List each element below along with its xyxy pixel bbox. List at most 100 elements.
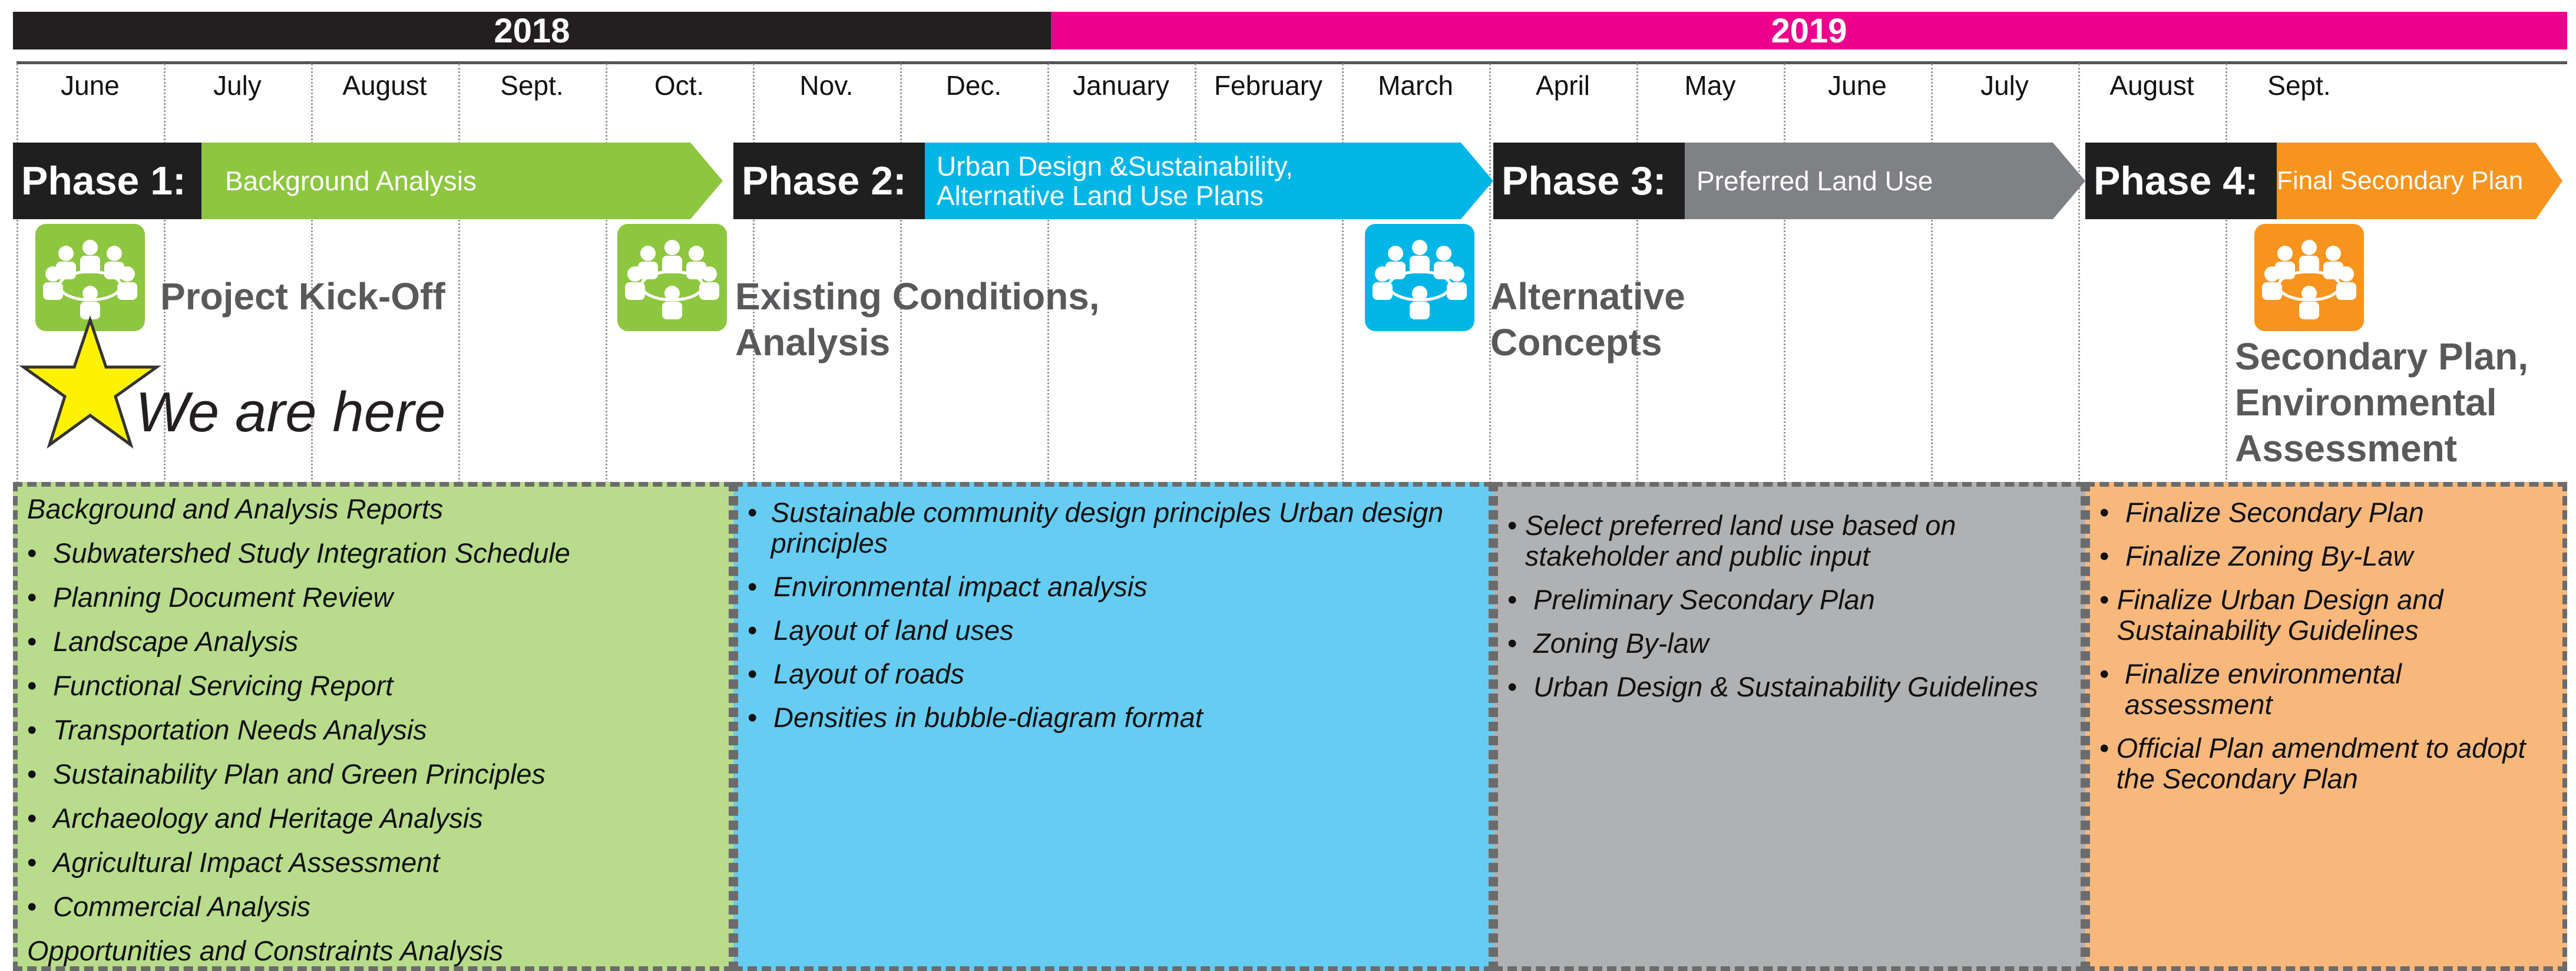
- task-item-text: Preliminary Secondary Plan: [1533, 584, 1875, 615]
- month-label: July: [213, 70, 262, 101]
- star-icon: [19, 315, 161, 449]
- phase-3-tasks-box: • Select preferred land use based on stak…: [1493, 482, 2085, 971]
- task-item: • Zoning By-law: [1507, 628, 2057, 659]
- task-item-text: Finalize Secondary Plan: [2125, 497, 2424, 528]
- bullet-icon: •: [1507, 627, 1517, 659]
- month-label: May: [1684, 70, 1736, 101]
- bullet-icon: •: [748, 497, 758, 528]
- phase-2-arrow: Phase 2: Urban Design &Sustainability, A…: [733, 143, 1493, 219]
- task-item-text: Official Plan amendment to adopt the Sec…: [2116, 732, 2526, 794]
- bullet-icon: •: [27, 670, 37, 701]
- bullet-icon: •: [27, 847, 37, 878]
- month-label: April: [1535, 70, 1590, 101]
- month-label: Sept.: [500, 70, 564, 101]
- bullet-icon: •: [748, 571, 758, 602]
- phase-1-label: Phase 1:: [13, 143, 201, 219]
- task-item-text: Landscape Analysis: [53, 626, 299, 657]
- task-item: •Official Plan amendment to adopt the Se…: [2099, 733, 2545, 794]
- task-item: • Select preferred land use based on stak…: [1507, 510, 2057, 572]
- task-item-text: Sustainable community design principles …: [771, 497, 1444, 559]
- task-item: • Preliminary Secondary Plan: [1507, 584, 2057, 615]
- bullet-icon: •: [748, 615, 758, 646]
- bullet-icon: •: [27, 802, 37, 834]
- bullet-icon: •: [1507, 584, 1517, 615]
- task-item-text: Transportation Needs Analysis: [53, 714, 427, 745]
- bullet-icon: •: [27, 626, 37, 657]
- bullet-icon: •: [748, 658, 758, 689]
- meeting-icon: [617, 224, 727, 331]
- phase-4-arrow: Phase 4: Final Secondary Plan: [2085, 143, 2562, 219]
- phase-3-arrow: Phase 3: Preferred Land Use: [1493, 143, 2085, 219]
- bullet-icon: •: [2099, 732, 2109, 764]
- bullet-icon: •: [27, 714, 37, 745]
- meeting-icon: [2254, 224, 2364, 331]
- phase-1-tasks-box: Background and Analysis Reports • Subwate…: [13, 482, 733, 971]
- month-label: Sept.: [2267, 70, 2331, 101]
- meeting-icon: [35, 224, 145, 331]
- task-item: •Environmental impact analysis: [748, 572, 1489, 602]
- task-item-text: Agricultural Impact Assessment: [53, 847, 440, 878]
- task-item: •Layout of land uses: [748, 615, 1489, 646]
- phase-1-arrow-shape: [190, 143, 723, 219]
- month-label: August: [342, 70, 427, 101]
- task-item-text: Commercial Analysis: [53, 891, 311, 922]
- task-item: • Landscape Analysis: [27, 626, 729, 657]
- phase-1-tasks-heading: Background and Analysis Reports: [27, 493, 444, 524]
- phase-2-text: Urban Design &Sustainability, Alternativ…: [937, 151, 1294, 211]
- phase-1-text: Background Analysis: [225, 166, 477, 196]
- bullet-icon: •: [1507, 510, 1517, 541]
- task-item: • Layout of roads: [748, 659, 1489, 689]
- phase-2-tasks-box: • Sustainable community design principles…: [733, 482, 1493, 971]
- task-item-text: Urban Design & Sustainability Guidelines: [1533, 671, 2038, 702]
- task-item-text: Planning Document Review: [53, 582, 393, 613]
- phase-3-label: Phase 3:: [1493, 143, 1685, 219]
- task-item: •Functional Servicing Report: [27, 671, 729, 701]
- bullet-icon: •: [1507, 671, 1517, 702]
- bullet-icon: •: [27, 537, 37, 569]
- task-item: • Commercial Analysis: [27, 891, 729, 922]
- phase-4-tasks-box: •Finalize Secondary Plan•Finalize Zoning…: [2085, 482, 2567, 971]
- month-label: June: [61, 70, 120, 101]
- phase-4-arrow-shape: [2262, 143, 2562, 219]
- month-label: August: [2109, 70, 2194, 101]
- phase-3-task-list: • Select preferred land use based on stak…: [1498, 487, 2081, 702]
- task-item-text: Finalize Zoning By-Law: [2125, 540, 2413, 572]
- task-item: •Finalize Secondary Plan: [2099, 497, 2545, 528]
- month-label: Dec.: [945, 70, 1002, 101]
- phase-2-task-list: • Sustainable community design principles…: [738, 487, 1489, 733]
- task-item: •Archaeology and Heritage Analysis: [27, 803, 729, 834]
- task-item: •Finalize environmental assessment: [2099, 659, 2545, 720]
- task-item-text: Zoning By-law: [1533, 627, 1709, 659]
- task-item: • Agricultural Impact Assessment: [27, 847, 729, 878]
- task-item: •Densities in bubble-diagram format: [748, 702, 1489, 733]
- month-label: January: [1073, 70, 1169, 101]
- timeline-axis: [16, 61, 2567, 64]
- milestone-alternative-concepts: Alternative Concepts: [1490, 275, 1685, 364]
- task-item: •Finalize Zoning By-Law: [2099, 541, 2545, 572]
- task-item-text: Sustainability Plan and Green Principles: [53, 758, 546, 790]
- milestone-secondary-plan: Secondary Plan, Environmental Assessment: [2235, 335, 2528, 470]
- bullet-icon: •: [27, 582, 37, 613]
- milestone-project-kickoff: Project Kick-Off: [160, 275, 445, 318]
- task-item-text: Densities in bubble-diagram format: [773, 702, 1203, 733]
- we-are-here-text: We are here: [135, 381, 446, 444]
- bullet-icon: •: [27, 891, 37, 922]
- year-2018-bar: 2018: [13, 12, 1051, 50]
- task-item-text: Select preferred land use based on stake…: [1525, 510, 1956, 572]
- bullet-icon: •: [2099, 658, 2109, 689]
- month-label: February: [1213, 70, 1323, 101]
- phase-1-tasks-footer: Opportunities and Constraints Analysis: [27, 935, 504, 966]
- phase-2-label: Phase 2:: [733, 143, 925, 219]
- phase-4-task-list: •Finalize Secondary Plan•Finalize Zoning…: [2090, 487, 2562, 794]
- task-item-text: Layout of roads: [773, 658, 964, 689]
- month-label: July: [1980, 70, 2029, 101]
- phase-1-arrow: Phase 1: Background Analysis: [13, 143, 723, 219]
- phase-4-text: Final Secondary Plan: [2277, 166, 2524, 195]
- task-item-text: Subwatershed Study Integration Schedule: [53, 537, 570, 569]
- bullet-icon: •: [2099, 584, 2109, 615]
- task-item: •Sustainability Plan and Green Principle…: [27, 759, 729, 790]
- task-item: • Sustainable community design principles…: [748, 497, 1489, 559]
- task-item: •Finalize Urban Design and Sustainabilit…: [2099, 584, 2545, 646]
- month-label: Oct.: [654, 70, 705, 101]
- milestone-existing-conditions: Existing Conditions, Analysis: [735, 275, 1100, 364]
